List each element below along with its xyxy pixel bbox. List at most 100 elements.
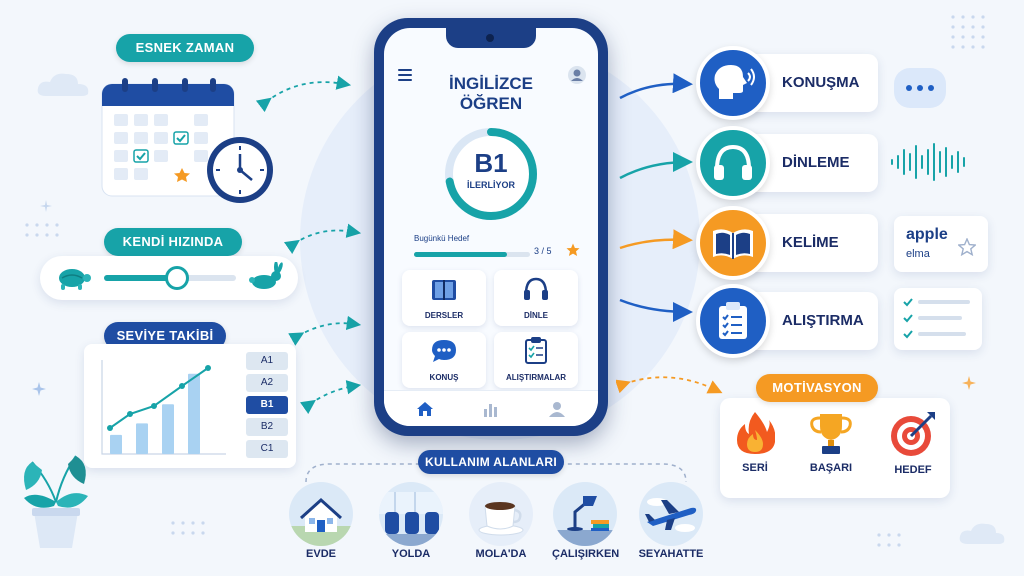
level-progress-chart xyxy=(101,360,226,455)
dot-grid-top-right xyxy=(951,15,985,49)
cloud-icon xyxy=(37,73,89,96)
bottom-nav xyxy=(384,390,598,426)
dot-grid-bottom-right xyxy=(877,533,901,547)
plant-icon xyxy=(24,455,88,548)
checklist-icon xyxy=(719,302,747,339)
speaking-head-icon xyxy=(714,65,755,99)
home-icon[interactable] xyxy=(416,401,434,417)
daily-goal-count: 3 / 5 xyxy=(534,246,552,256)
train-seats-icon xyxy=(379,492,443,546)
checklist-icon xyxy=(903,298,970,339)
turtle-icon xyxy=(59,269,91,290)
level-item: A1 xyxy=(246,352,288,370)
chat-bubble-icon xyxy=(432,340,456,362)
place-home-circle xyxy=(289,482,353,546)
speak-tile[interactable]: KONUŞ xyxy=(402,332,486,388)
headphones-icon xyxy=(714,144,752,180)
profile-avatar-icon[interactable] xyxy=(568,66,586,84)
cloud-icon xyxy=(959,523,1005,544)
phone-notch xyxy=(446,28,536,48)
stats-icon[interactable] xyxy=(482,401,500,417)
level-ring-progress xyxy=(445,128,537,220)
book-icon xyxy=(432,280,456,300)
trophy-icon xyxy=(810,414,852,454)
pace-slider-thumb[interactable] xyxy=(164,266,189,290)
place-home-label: EVDE xyxy=(306,548,336,560)
streak-label: SERİ xyxy=(742,462,768,474)
chart-point xyxy=(151,403,157,409)
motivation-pill: MOTİVASYON xyxy=(756,374,878,402)
vocab-word: apple xyxy=(906,226,948,243)
level-item: B2 xyxy=(246,418,288,436)
lessons-label: DERSLER xyxy=(424,311,464,320)
place-travel-label: SEYAHATTE xyxy=(638,548,704,560)
exercise-badge xyxy=(696,284,770,358)
vocab-translation: elma xyxy=(906,248,930,260)
flame-icon xyxy=(737,412,775,454)
open-book-icon xyxy=(713,229,753,259)
chart-bar xyxy=(110,434,122,454)
flexible-time-pill: ESNEK ZAMAN xyxy=(116,34,254,62)
vocab-flashcard[interactable]: apple elma xyxy=(894,216,988,272)
speaking-badge xyxy=(696,46,770,120)
place-road-circle xyxy=(379,482,443,546)
connector-arrows-left xyxy=(255,75,362,415)
usage-pill: KULLANIM ALANLARI xyxy=(418,450,564,474)
chart-bar xyxy=(188,373,200,454)
motivation-connector-arrow xyxy=(616,376,723,394)
level-item: A2 xyxy=(246,374,288,392)
pace-slider[interactable] xyxy=(104,266,236,290)
chart-axes xyxy=(101,360,226,455)
star-outline-icon[interactable] xyxy=(958,238,976,256)
ellipsis-icon xyxy=(906,85,934,91)
sparkle-icon xyxy=(40,200,52,212)
airplane-icon xyxy=(645,498,697,532)
sound-wave-icon xyxy=(891,143,965,181)
level-badge: B1 xyxy=(474,148,508,178)
level-item: C1 xyxy=(246,440,288,458)
profile-icon[interactable] xyxy=(548,400,566,418)
clipboard-icon xyxy=(525,337,547,364)
dot-grid-left xyxy=(25,223,59,237)
achievement-item[interactable]: BAŞARI xyxy=(796,410,866,474)
rabbit-icon xyxy=(249,262,283,289)
connector-arrows-right xyxy=(619,73,693,322)
place-break-circle xyxy=(469,482,533,546)
menu-icon[interactable] xyxy=(398,68,414,82)
chart-point xyxy=(179,383,185,389)
lessons-tile[interactable]: DERSLER xyxy=(402,270,486,326)
listen-tile[interactable]: DİNLE xyxy=(494,270,578,326)
desk-lamp-icon xyxy=(553,496,617,546)
exercises-tile[interactable]: ALIŞTIRMALAR xyxy=(494,332,578,388)
streak-item[interactable]: SERİ xyxy=(720,410,790,474)
sparkle-icon xyxy=(962,376,976,390)
speak-label: KONUŞ xyxy=(429,373,459,382)
place-working-circle xyxy=(553,482,617,546)
chart-point xyxy=(205,365,211,371)
place-break-label: MOLA'DA xyxy=(475,548,527,560)
pace-slider-fill xyxy=(104,275,177,281)
sparkle-icon xyxy=(32,382,46,396)
headphones-icon xyxy=(524,277,548,300)
daily-goal-label: Bugünkü Hedef xyxy=(414,234,470,243)
listening-badge xyxy=(696,126,770,200)
level-item-active: B1 xyxy=(246,396,288,414)
chart-bar xyxy=(136,423,148,454)
daily-goal-bar-fill xyxy=(414,252,507,257)
checklist-decoration xyxy=(894,288,982,350)
level-progress-ring xyxy=(445,128,537,220)
vocabulary-badge xyxy=(696,206,770,280)
exercises-label: ALIŞTIRMALAR xyxy=(506,373,566,382)
goal-item[interactable]: HEDEF xyxy=(878,410,948,476)
star-icon xyxy=(566,243,580,256)
chart-bar xyxy=(162,404,174,454)
place-on-the-road: YOLDA xyxy=(378,482,444,560)
chat-bubble-decoration xyxy=(894,68,946,108)
coffee-cup-icon xyxy=(478,502,524,536)
level-status: İLERLİYOR xyxy=(466,180,515,190)
place-home: EVDE xyxy=(288,482,354,560)
own-pace-pill: KENDİ HIZINDA xyxy=(104,228,242,256)
dot-grid-bottom xyxy=(171,521,205,535)
